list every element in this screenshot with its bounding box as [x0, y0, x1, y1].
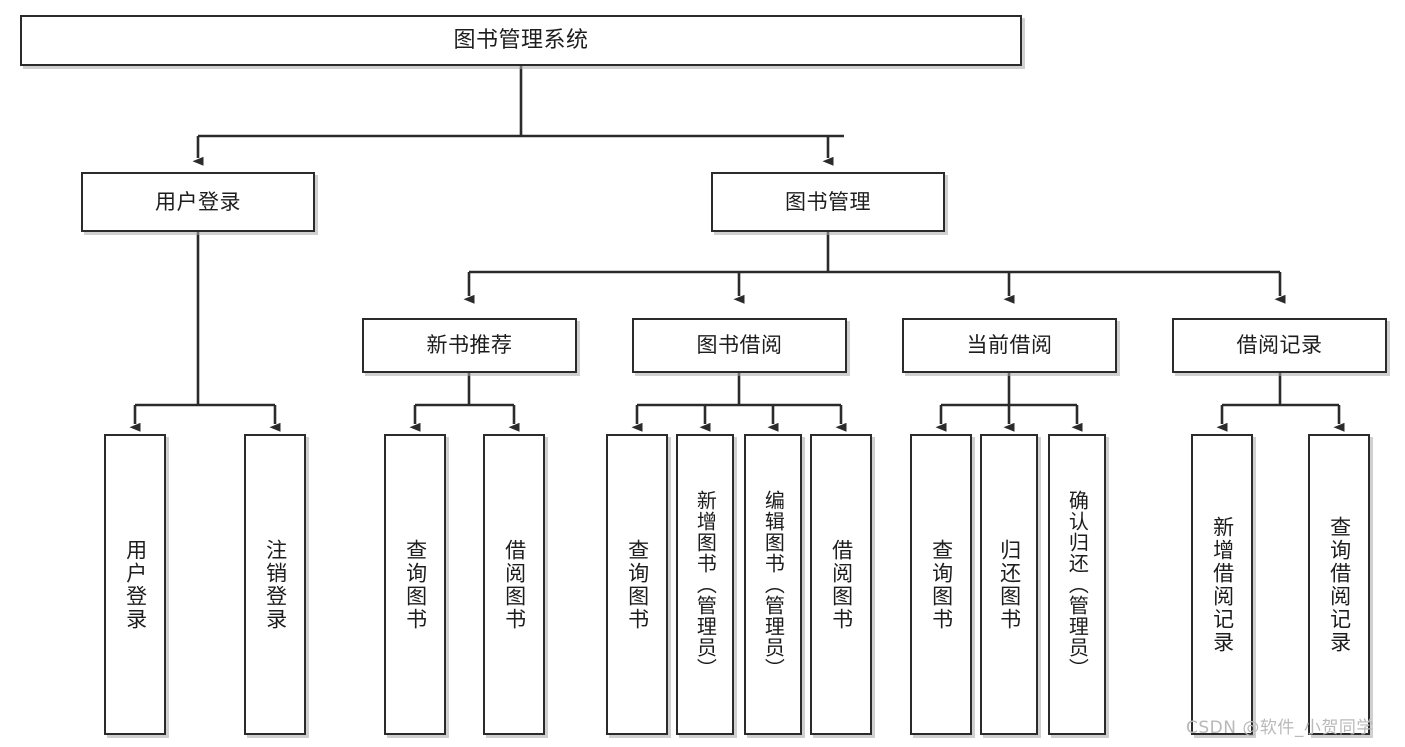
- node-label: 借阅图书: [829, 538, 854, 631]
- node-label: 查询借阅记录: [1327, 515, 1352, 654]
- leaf-query-borrow-record[interactable]: 查询借阅记录: [1308, 434, 1370, 735]
- leaf-query-book-recommend[interactable]: 查询图书: [384, 434, 446, 735]
- node-label: 查询图书: [403, 538, 428, 631]
- node-label: 借阅记录: [1236, 333, 1323, 358]
- node-label: 归还图书: [997, 538, 1022, 631]
- node-label: 查询图书: [929, 538, 954, 631]
- node-label: 注销登录: [263, 538, 288, 631]
- node-label: 新增图书（管理员）: [693, 490, 718, 679]
- node-label: 新增借阅记录: [1210, 515, 1235, 654]
- node-book-borrow[interactable]: 图书借阅: [632, 318, 847, 373]
- node-root-system[interactable]: 图书管理系统: [20, 15, 1022, 66]
- node-label: 编辑图书（管理员）: [761, 490, 786, 679]
- leaf-query-book-borrow[interactable]: 查询图书: [606, 434, 668, 735]
- leaf-edit-book-admin[interactable]: 编辑图书（管理员）: [744, 434, 802, 735]
- node-current-borrow[interactable]: 当前借阅: [902, 318, 1117, 373]
- leaf-return-book[interactable]: 归还图书: [980, 434, 1038, 735]
- node-label: 图书借阅: [696, 333, 783, 358]
- node-new-book-recommend[interactable]: 新书推荐: [362, 318, 577, 373]
- node-label: 借阅图书: [502, 538, 527, 631]
- leaf-add-book-admin[interactable]: 新增图书（管理员）: [676, 434, 734, 735]
- node-label: 确认归还（管理员）: [1065, 490, 1090, 679]
- leaf-logout[interactable]: 注销登录: [244, 434, 306, 735]
- leaf-query-book-current[interactable]: 查询图书: [910, 434, 972, 735]
- node-label: 查询图书: [625, 538, 650, 631]
- node-borrow-record[interactable]: 借阅记录: [1172, 318, 1387, 373]
- leaf-borrow-book[interactable]: 借阅图书: [810, 434, 872, 735]
- node-label: 新书推荐: [426, 333, 513, 358]
- node-label: 用户登录: [155, 189, 241, 214]
- node-label: 图书管理: [785, 189, 871, 214]
- leaf-confirm-return-admin[interactable]: 确认归还（管理员）: [1048, 434, 1106, 735]
- leaf-add-borrow-record[interactable]: 新增借阅记录: [1191, 434, 1253, 735]
- watermark-text: CSDN @软件_小贺同学: [1186, 718, 1374, 738]
- node-label: 用户登录: [123, 538, 148, 631]
- leaf-borrow-book-recommend[interactable]: 借阅图书: [483, 434, 545, 735]
- node-label: 当前借阅: [966, 333, 1053, 358]
- node-user-login[interactable]: 用户登录: [81, 172, 315, 232]
- leaf-user-login[interactable]: 用户登录: [104, 434, 166, 735]
- node-book-management[interactable]: 图书管理: [711, 172, 945, 232]
- node-label: 图书管理系统: [453, 27, 589, 53]
